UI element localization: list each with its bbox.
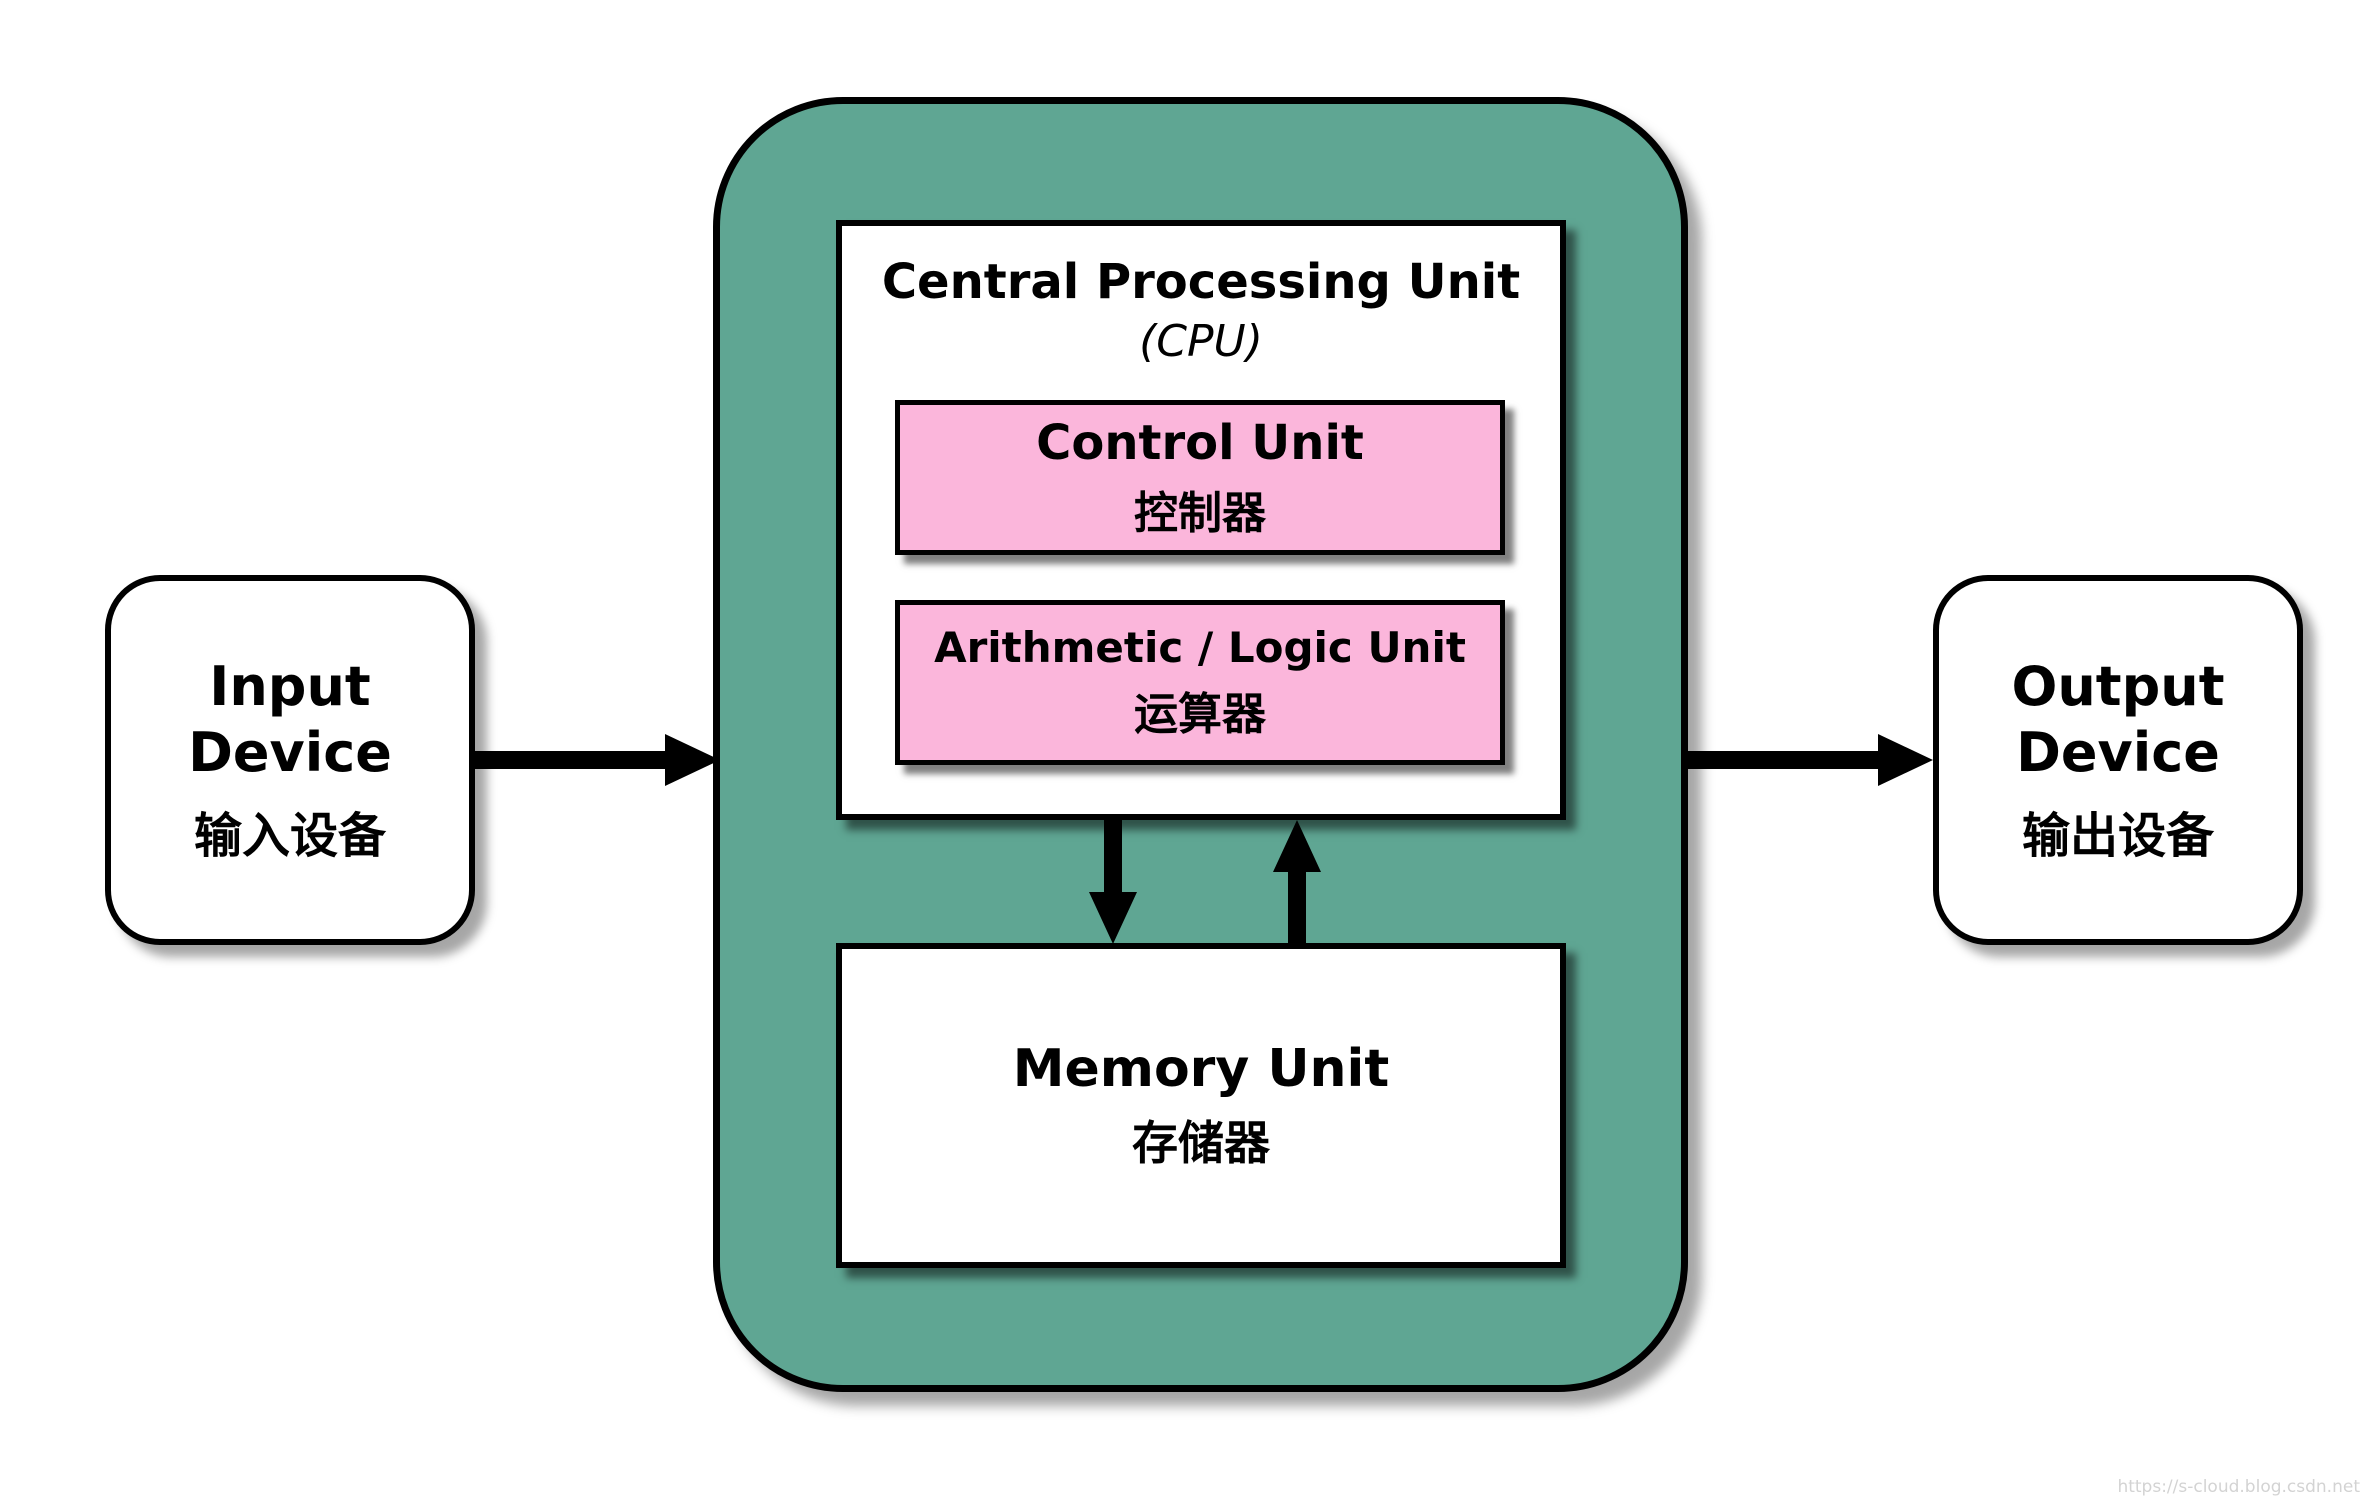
output-device-box: Output Device 输出设备 [1933,575,2303,945]
input-device-box: Input Device 输入设备 [105,575,475,945]
output-device-label-line1: Output [2011,655,2225,719]
arrow-cpu-to-output-icon [1688,734,1933,786]
cpu-title: Central Processing Unit [881,254,1521,310]
alu-box: Arithmetic / Logic Unit 运算器 [895,600,1505,765]
alu-label-zh: 运算器 [1134,689,1266,740]
control-unit-box: Control Unit 控制器 [895,400,1505,555]
control-unit-label-zh: 控制器 [1134,487,1266,539]
output-device-label-line2: Device [2016,721,2220,784]
watermark: https://s-cloud.blog.csdn.net [2117,1477,2360,1497]
output-device-label-zh: 输出设备 [2021,807,2214,864]
arrow-input-to-cpu-icon [475,734,720,786]
arrow-cpu-to-memory-icon [1089,818,1137,944]
input-device-label-zh: 输入设备 [193,807,386,864]
input-device-label-line2: Device [188,721,392,784]
memory-label-en: Memory Unit [1012,1038,1390,1099]
memory-box: Memory Unit 存储器 [836,943,1566,1268]
control-unit-label-en: Control Unit [1036,414,1364,471]
input-device-label-line1: Input [209,655,371,719]
alu-label-en: Arithmetic / Logic Unit [934,623,1466,672]
cpu-subtitle: (CPU) [1139,315,1263,367]
memory-label-zh: 存储器 [1132,1115,1270,1170]
arrow-memory-to-cpu-icon [1273,820,1321,946]
